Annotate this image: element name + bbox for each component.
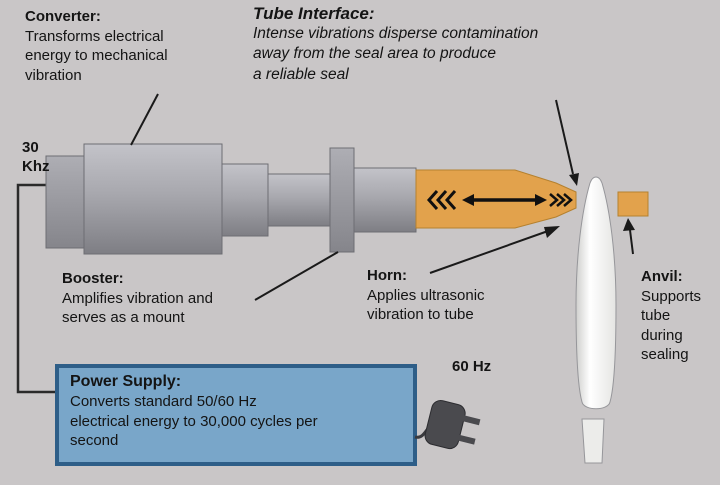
anvil-description: Supports tube during sealing [641, 287, 702, 364]
booster-section-3 [353, 167, 417, 233]
tube-interface-description: Intense vibrations disperse contaminatio… [253, 25, 539, 83]
converter-label: Converter: Transforms electrical energy … [25, 8, 168, 85]
booster-description: Amplifies vibration and serves as a moun… [62, 289, 213, 327]
horn-description: Applies ultrasonic vibration to tube [367, 286, 485, 324]
anvil-title: Anvil: [641, 268, 683, 285]
vibration-arrows-icon [426, 190, 573, 210]
anvil-arrow [623, 218, 635, 255]
frequency-30khz-label: 30 Khz [22, 139, 50, 175]
frequency-60hz-label: 60 Hz [452, 358, 492, 375]
tube-interface-title: Tube Interface: [253, 4, 375, 23]
horn-title: Horn: [367, 267, 407, 284]
booster-flange [329, 147, 355, 253]
plug-icon [424, 399, 481, 450]
tube-interface-arrow [555, 99, 579, 186]
power-supply-title: Power Supply: [70, 373, 182, 390]
power-wire [16, 183, 57, 394]
converter-leader-line [130, 93, 159, 146]
tube-interface-label: Tube Interface: Intense vibrations dispe… [253, 3, 683, 85]
horn-label: Horn: Applies ultrasonic vibration to tu… [367, 267, 485, 325]
booster-title: Booster: [62, 270, 124, 287]
power-supply-label: Power Supply: Converts standard 50/60 Hz… [70, 372, 405, 451]
power-supply-box [55, 364, 417, 466]
converter-title: Converter: [25, 8, 101, 25]
converter-description: Transforms electrical energy to mechanic… [25, 27, 168, 84]
tube-end-shape [581, 418, 605, 464]
booster-section-2 [267, 173, 333, 227]
tube-shape [575, 176, 617, 410]
booster-section-1 [221, 163, 269, 237]
booster-leader-line [254, 251, 339, 301]
converter-body [83, 143, 223, 255]
converter-cap [45, 155, 87, 249]
power-supply-description: Converts standard 50/60 Hz electrical en… [70, 393, 318, 449]
anvil-shape [617, 191, 649, 217]
horn-arrow [429, 226, 560, 274]
anvil-label: Anvil: Supports tube during sealing [641, 268, 701, 365]
booster-label: Booster: Amplifies vibration and serves … [62, 270, 213, 328]
